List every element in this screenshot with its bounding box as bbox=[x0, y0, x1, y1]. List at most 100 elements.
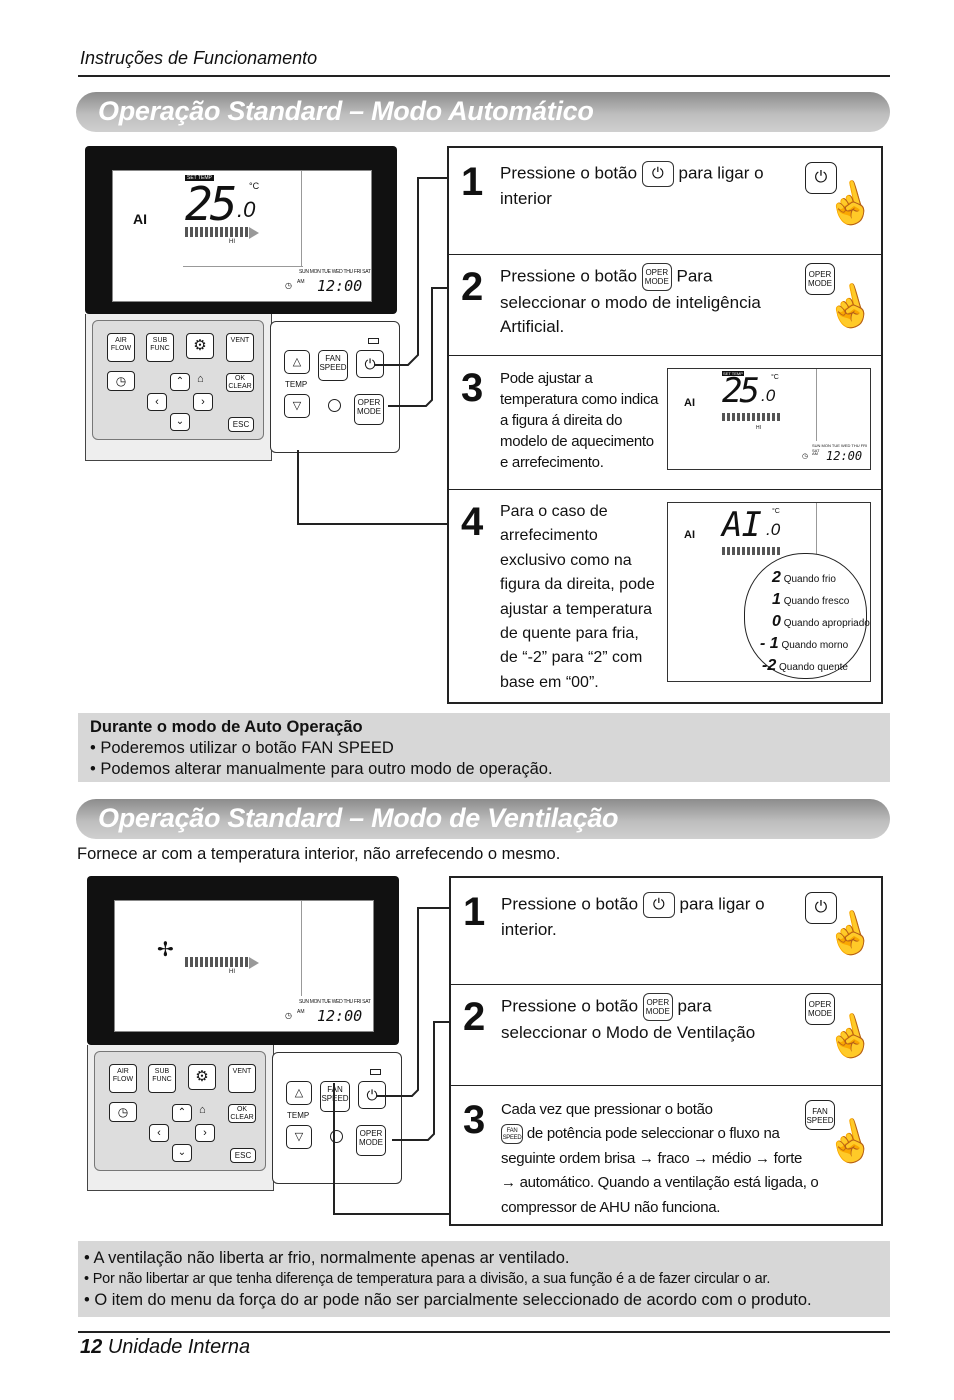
am-label: AM bbox=[297, 279, 305, 285]
section-title: Operação Standard – Modo de Ventilação bbox=[98, 803, 619, 833]
temp-unit: °C bbox=[772, 508, 780, 515]
sub-func-button[interactable]: SUB FUNC bbox=[148, 1064, 176, 1093]
step-text: Pressione o botão ⏻ para ligar o interio… bbox=[501, 892, 765, 942]
fan-speed-bar bbox=[722, 413, 782, 421]
temp-down-button[interactable]: ▽ bbox=[284, 394, 310, 418]
temp-decimal: .0 bbox=[237, 197, 256, 222]
step-number: 2 bbox=[463, 995, 486, 1039]
power-icon: ⏻ bbox=[814, 899, 828, 916]
step-text-post: para ligar o bbox=[678, 163, 764, 183]
chevron-down-icon: ⌄ bbox=[175, 416, 185, 427]
step-text-line: Cada vez que pressionar o botão bbox=[501, 1101, 713, 1118]
up-button[interactable]: ⌃ bbox=[172, 1104, 192, 1122]
section-banner-vent: Operação Standard – Modo de Ventilação bbox=[76, 799, 890, 839]
triangle-up-icon: △ bbox=[294, 1087, 304, 1099]
mini-lcd-step4: AI AI .0 °C 2 Quando frio 1 Quando fresc… bbox=[667, 502, 871, 682]
right-button[interactable]: › bbox=[195, 1124, 215, 1142]
power-led bbox=[368, 338, 379, 344]
step-4: 4 Para o caso de arrefecimento exclusivo… bbox=[449, 489, 881, 701]
esc-button[interactable]: ESC bbox=[230, 1148, 256, 1163]
steps-box-vent: 1 Pressione o botão ⏻ para ligar o inter… bbox=[449, 876, 883, 1226]
settings-button[interactable]: ⚙ bbox=[188, 1064, 216, 1090]
step-number: 1 bbox=[463, 890, 486, 934]
sub-func-button[interactable]: SUB FUNC bbox=[146, 333, 174, 362]
temp-up-button[interactable]: △ bbox=[284, 350, 310, 374]
oper-mode-button[interactable]: OPER MODE bbox=[354, 394, 384, 425]
temp-label: TEMP bbox=[287, 1111, 310, 1120]
fan-speed-bar bbox=[722, 547, 782, 555]
clock-icon: ◷ bbox=[285, 1011, 292, 1020]
oper-mode-button[interactable]: OPER MODE bbox=[356, 1125, 386, 1156]
ai-mode-icon: AI bbox=[133, 211, 147, 227]
offset-label: Quando fresco bbox=[783, 596, 850, 607]
air-flow-button[interactable]: AIR FLOW bbox=[109, 1064, 137, 1093]
gear-icon: ⚙ bbox=[195, 1068, 209, 1085]
fan-speed-button[interactable]: FAN SPEED bbox=[318, 350, 348, 381]
timer-button[interactable]: ◷ bbox=[107, 371, 135, 391]
step-text-line2: seleccionar o Modo de Ventilação bbox=[501, 1023, 756, 1042]
button-text: MODE bbox=[644, 277, 669, 286]
weekday-row: SUN MON TUE WED THU FRI SAT bbox=[812, 443, 868, 453]
note-item: • Poderemos utilizar o botão FAN SPEED bbox=[90, 739, 394, 757]
settings-button[interactable]: ⚙ bbox=[186, 333, 214, 359]
step-text-line: → automático. Quando a ventilação está l… bbox=[501, 1174, 819, 1192]
mini-lcd-step3: AI SET TEMP 25 .0 °C HI SUN MON TUE WED … bbox=[667, 368, 871, 470]
step-text: Pode ajustar a temperatura como indica a… bbox=[500, 368, 658, 473]
lcd-vdivider bbox=[816, 369, 817, 441]
power-button-inline: ⏻ bbox=[642, 892, 675, 918]
remote-display-housing: AI SET TEMP 25 .0 °C HI SUN MON TUE WED … bbox=[85, 146, 397, 314]
lcd-divider bbox=[183, 266, 303, 267]
left-button[interactable]: ‹ bbox=[147, 393, 167, 411]
remote-keypad: AIR FLOW SUB FUNC ⚙ VENT ◷ ⌃ ⌂ OK CLEAR … bbox=[94, 1051, 266, 1171]
unit-control-panel: △ TEMP ▽ FAN SPEED ⏻ OPER MODE bbox=[272, 1052, 402, 1184]
vent-button[interactable]: VENT bbox=[228, 1064, 256, 1093]
gear-icon: ⚙ bbox=[193, 337, 207, 354]
set-temp-label: SET TEMP bbox=[185, 175, 214, 181]
fan-level-label: HI bbox=[229, 969, 235, 975]
clock-icon: ◷ bbox=[117, 1105, 129, 1119]
button-text: MODE bbox=[808, 1009, 832, 1018]
temp-up-button[interactable]: △ bbox=[286, 1081, 312, 1105]
power-icon: ⏻ bbox=[652, 896, 665, 913]
step-text-pre: Pressione o botão bbox=[501, 996, 639, 1016]
note-item: • Podemos alterar manualmente para outro… bbox=[90, 760, 553, 778]
button-text: SPEED bbox=[502, 1135, 522, 1142]
vent-button[interactable]: VENT bbox=[226, 333, 254, 362]
air-flow-button[interactable]: AIR FLOW bbox=[107, 333, 135, 362]
up-button[interactable]: ⌃ bbox=[170, 373, 190, 391]
step-number: 2 bbox=[461, 265, 484, 309]
ok-clear-button[interactable]: OK CLEAR bbox=[226, 373, 254, 392]
header-rule bbox=[78, 75, 890, 77]
timer-button[interactable]: ◷ bbox=[109, 1102, 137, 1122]
triangle-down-icon: ▽ bbox=[292, 400, 302, 412]
right-button[interactable]: › bbox=[193, 393, 213, 411]
temp-label: TEMP bbox=[285, 380, 308, 389]
step-text-line: base em “00”. bbox=[500, 673, 599, 691]
chevron-right-icon: › bbox=[203, 1127, 207, 1139]
step-number: 1 bbox=[461, 160, 484, 204]
temp-down-button[interactable]: ▽ bbox=[286, 1125, 312, 1149]
esc-button[interactable]: ESC bbox=[228, 417, 254, 432]
step-number: 4 bbox=[461, 500, 484, 544]
offset-value: - 1 bbox=[760, 635, 779, 652]
down-button[interactable]: ⌄ bbox=[170, 413, 190, 431]
offset-value: 0 bbox=[772, 613, 781, 630]
temp-decimal: .0 bbox=[761, 386, 776, 405]
chevron-left-icon: ‹ bbox=[155, 396, 159, 408]
step-text-line: Pode ajustar a bbox=[500, 370, 593, 387]
button-text: OPER bbox=[645, 268, 669, 277]
remote-keypad: AIR FLOW SUB FUNC ⚙ VENT ◷ ⌃ ⌂ OK CLEAR … bbox=[92, 320, 264, 440]
note-title: Durante o modo de Auto Operação bbox=[90, 718, 363, 736]
clock-icon: ◷ bbox=[802, 453, 809, 460]
step-text-line: a figura á direita do bbox=[500, 412, 623, 429]
weekday-row: SUN MON TUE WED THU FRI SAT bbox=[299, 999, 371, 1005]
down-button[interactable]: ⌄ bbox=[172, 1144, 192, 1162]
ok-clear-button[interactable]: OK CLEAR bbox=[228, 1104, 256, 1123]
left-button[interactable]: ‹ bbox=[149, 1124, 169, 1142]
footer-label: Unidade Interna bbox=[107, 1336, 251, 1358]
